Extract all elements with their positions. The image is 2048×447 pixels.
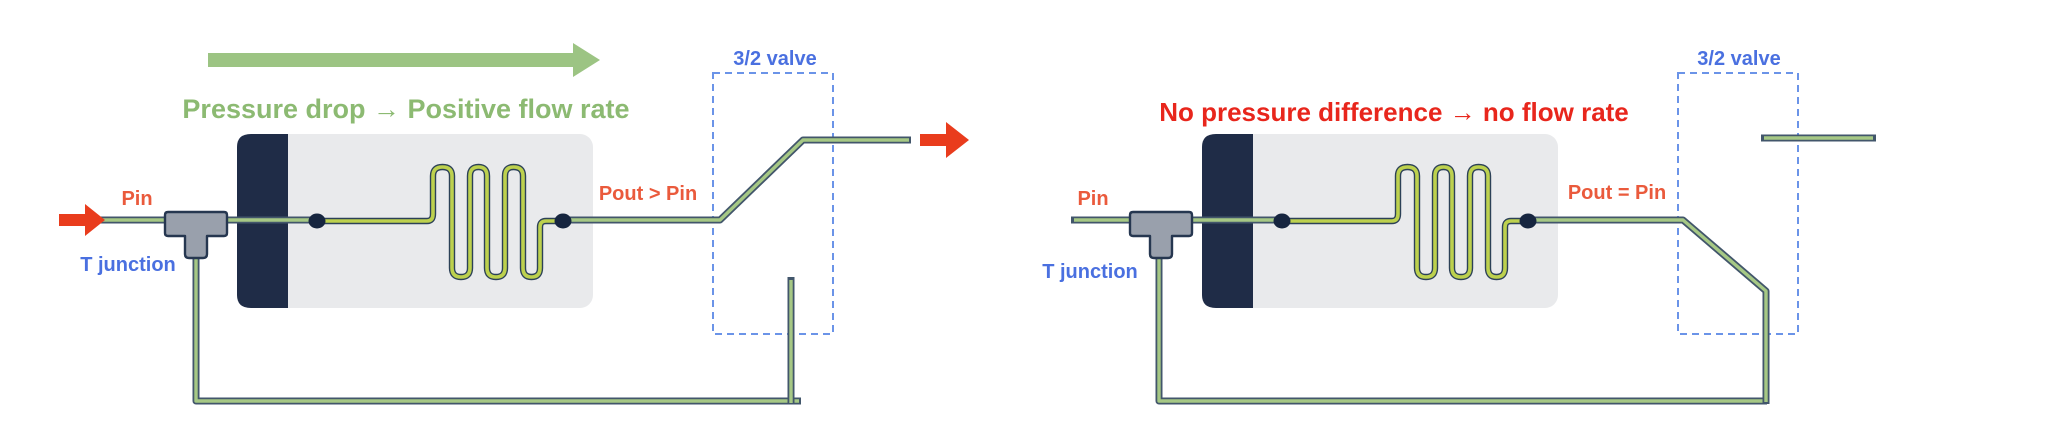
left-panel-title: Pressure drop → Positive flow rate bbox=[182, 94, 629, 124]
chip-inlet-port-dot bbox=[1273, 213, 1291, 229]
flow-direction-arrow-icon bbox=[208, 43, 600, 77]
t-junction-fitting bbox=[163, 210, 229, 260]
t-junction-label: T junction bbox=[1042, 261, 1138, 283]
chip-outlet-port-dot bbox=[1519, 213, 1537, 229]
right-diagram: No pressure difference → no flow rate Pi… bbox=[1042, 48, 1876, 405]
tube-outlet-through-valve-core bbox=[1528, 218, 1768, 402]
serpentine-channel bbox=[317, 165, 563, 279]
outlet-flow-arrow-icon bbox=[920, 122, 969, 158]
tube-outlet-through-valve bbox=[563, 136, 911, 224]
valve-boundary-box bbox=[712, 72, 834, 335]
chip-inlet-port-dot bbox=[308, 213, 326, 229]
t-junction-fitting bbox=[1128, 210, 1194, 260]
left-diagram: Pressure drop → Positive flow rate Pin T… bbox=[59, 43, 969, 405]
right-panel-title: No pressure difference → no flow rate bbox=[1159, 97, 1629, 127]
tube-outlet-through-valve-core bbox=[563, 138, 909, 222]
valve-boundary-box bbox=[1677, 72, 1799, 335]
pout-label: Pout > Pin bbox=[599, 183, 697, 205]
inlet-flow-arrow-icon bbox=[59, 204, 105, 236]
tube-bypass-loop-core bbox=[194, 250, 799, 403]
pin-label: Pin bbox=[121, 188, 152, 210]
serpentine-channel bbox=[1282, 165, 1528, 279]
chip-outlet-port-dot bbox=[554, 213, 572, 229]
valve-label: 3/2 valve bbox=[1697, 48, 1780, 70]
pout-label: Pout = Pin bbox=[1568, 182, 1666, 204]
pin-label: Pin bbox=[1077, 188, 1108, 210]
tube-bypass-loop-core bbox=[1157, 250, 1765, 403]
t-junction-label: T junction bbox=[80, 254, 176, 276]
valve-label: 3/2 valve bbox=[733, 48, 816, 70]
tube-outlet-through-valve bbox=[1528, 216, 1770, 404]
